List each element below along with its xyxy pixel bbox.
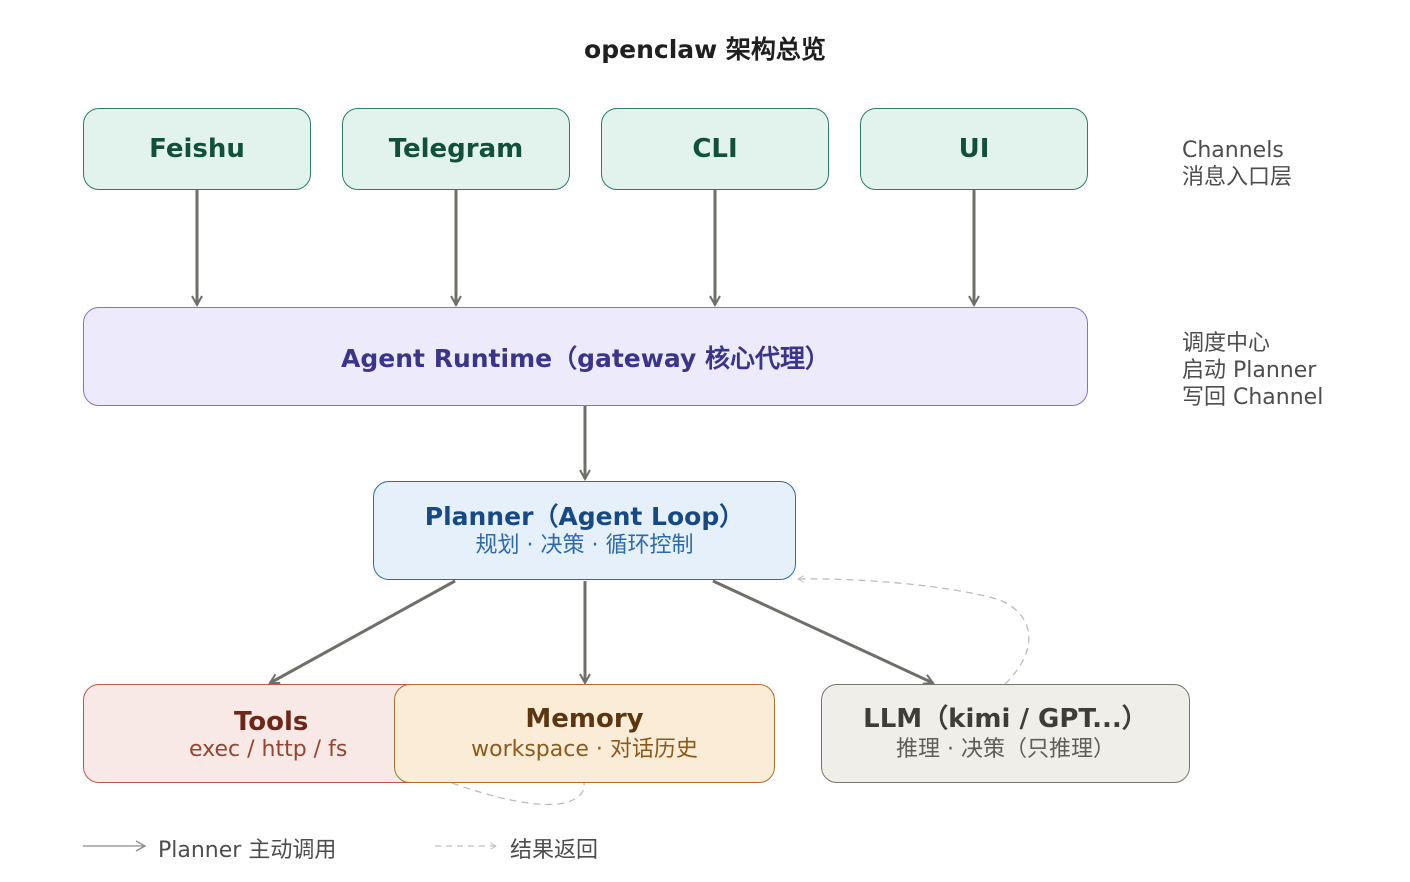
planner-node: Planner（Agent Loop） 规划 · 决策 · 循环控制 — [373, 481, 796, 580]
channel-ui: UI — [860, 108, 1088, 190]
memory-label: Memory — [525, 703, 644, 734]
channel-label: Telegram — [388, 134, 524, 164]
agent-runtime-node: Agent Runtime（gateway 核心代理） — [83, 307, 1088, 406]
return-llm-planner — [797, 575, 1030, 685]
return-tools-memory — [451, 782, 585, 806]
side-note-line: 启动 Planner — [1182, 358, 1317, 383]
llm-label: LLM（kimi / GPT...） — [863, 703, 1148, 734]
side-note-line: 调度中心 — [1182, 331, 1271, 356]
memory-sublabel: workspace · 对话历史 — [471, 736, 698, 762]
tools-label: Tools — [234, 707, 309, 737]
channel-label: CLI — [692, 134, 738, 164]
side-note-channels: Channels 消息入口层 — [1182, 137, 1292, 191]
side-note-runtime: 调度中心 启动 Planner 写回 Channel — [1182, 330, 1323, 411]
side-note-line: 写回 Channel — [1182, 385, 1324, 410]
planner-label: Planner（Agent Loop） — [424, 501, 745, 531]
planner-sublabel: 规划 · 决策 · 循环控制 — [475, 532, 694, 558]
legend-dashed-label: 结果返回 — [510, 838, 599, 863]
channel-telegram: Telegram — [342, 108, 570, 190]
runtime-label: Agent Runtime（gateway 核心代理） — [341, 343, 830, 373]
channel-label: Feishu — [149, 134, 245, 164]
llm-sublabel: 推理 · 决策（只推理） — [896, 736, 1115, 762]
side-note-line: Channels — [1182, 138, 1284, 163]
arrow-planner-tools — [270, 579, 456, 685]
legend-solid-label: Planner 主动调用 — [158, 838, 337, 863]
tools-node: Tools exec / http / fs — [83, 684, 453, 783]
channel-label: UI — [958, 134, 990, 164]
arrow-planner-llm — [712, 579, 933, 683]
channel-feishu: Feishu — [83, 108, 311, 190]
side-note-line: 消息入口层 — [1182, 165, 1293, 190]
memory-node: Memory workspace · 对话历史 — [394, 684, 775, 783]
tools-sublabel: exec / http / fs — [189, 737, 348, 762]
channel-cli: CLI — [601, 108, 829, 190]
diagram-title: openclaw 架构总览 — [584, 35, 826, 64]
llm-node: LLM（kimi / GPT...） 推理 · 决策（只推理） — [821, 684, 1190, 783]
